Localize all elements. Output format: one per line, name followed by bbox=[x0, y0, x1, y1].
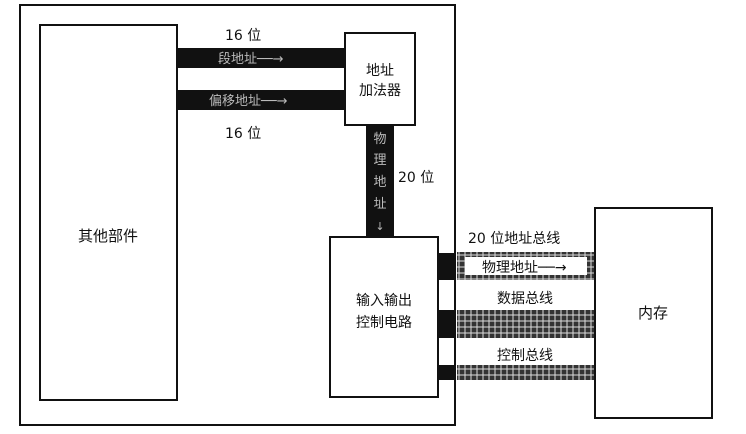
adder-label-1: 地址 bbox=[366, 63, 394, 79]
cpu-outer-box bbox=[19, 4, 456, 426]
bits-16-bottom: 16 位 bbox=[225, 126, 261, 142]
control-port bbox=[438, 365, 455, 380]
physical-address-label: 物理地址──→ bbox=[482, 260, 567, 276]
io-label-2: 控制电路 bbox=[356, 315, 412, 331]
data-port bbox=[438, 310, 455, 338]
char: 理 bbox=[373, 153, 386, 168]
memory-box bbox=[594, 207, 713, 419]
address-bus-inner bbox=[465, 257, 587, 275]
address-port bbox=[438, 253, 455, 280]
adder-label-2: 加法器 bbox=[359, 83, 401, 99]
memory-label: 内存 bbox=[638, 304, 668, 322]
physical-address-bus-internal bbox=[366, 125, 394, 237]
offset-address-label: 偏移地址──→ bbox=[209, 94, 288, 109]
physical-address-vertical-label: 物 理 地 址 ↓ bbox=[373, 132, 386, 233]
bits-16-top: 16 位 bbox=[225, 28, 261, 44]
char: 物 bbox=[373, 132, 386, 147]
address-bus-label: 20 位地址总线 bbox=[468, 231, 560, 247]
other-parts-label: 其他部件 bbox=[78, 227, 138, 245]
bits-20-label: 20 位 bbox=[398, 170, 434, 186]
segment-address-bus bbox=[177, 48, 345, 68]
address-adder-box bbox=[344, 32, 416, 126]
char: 地 bbox=[373, 175, 386, 190]
char: 址 bbox=[373, 197, 386, 212]
data-bus-label: 数据总线 bbox=[497, 291, 553, 307]
arrow-down-icon: ↓ bbox=[375, 220, 384, 233]
offset-address-bus bbox=[177, 90, 345, 110]
other-parts-box bbox=[39, 24, 178, 401]
control-bus-label: 控制总线 bbox=[497, 348, 553, 364]
control-bus bbox=[457, 365, 595, 380]
segment-address-label: 段地址──→ bbox=[218, 52, 284, 67]
data-bus bbox=[457, 310, 595, 338]
io-label-1: 输入输出 bbox=[356, 293, 412, 309]
